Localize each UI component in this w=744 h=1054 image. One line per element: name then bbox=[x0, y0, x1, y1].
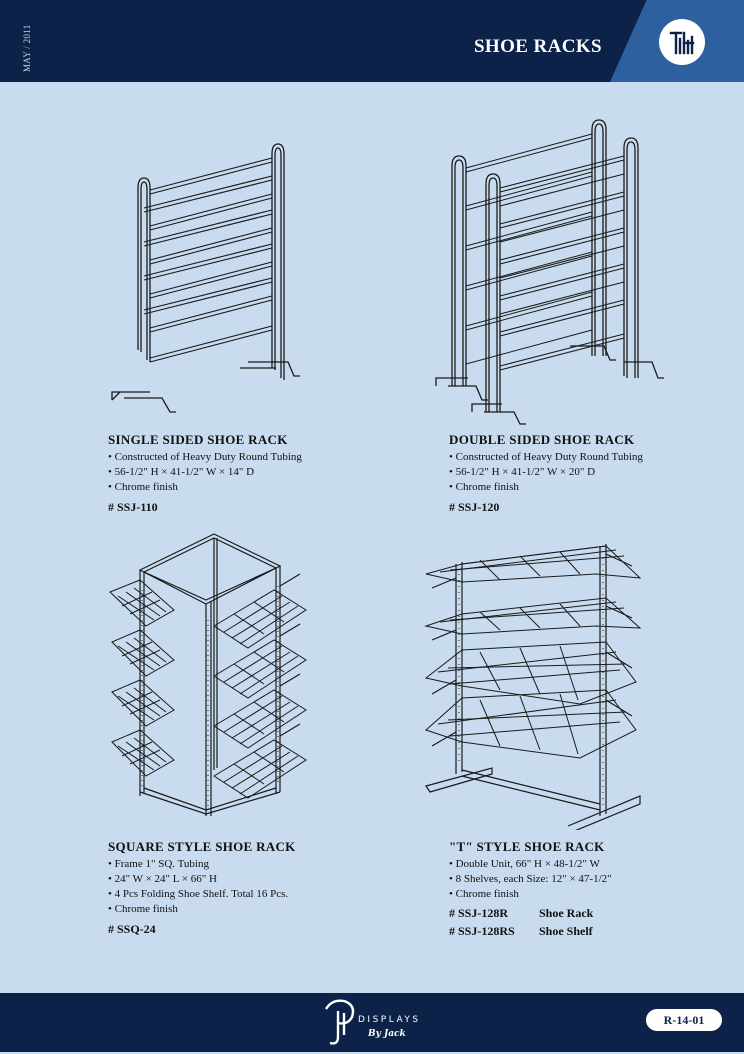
feature-item: 24" W × 24" L × 66" H bbox=[108, 872, 288, 887]
product-image-single-sided-rack bbox=[100, 130, 300, 430]
page-header: MAY / 2011 SHOE RACKS bbox=[0, 0, 744, 82]
brand-name: DISPLAYS bbox=[358, 1015, 421, 1025]
product-code-single-sided: # SSJ-110 bbox=[108, 500, 158, 514]
feature-item: Chrome finish bbox=[449, 480, 643, 495]
feature-item: Double Unit, 66" H × 48-1/2" W bbox=[449, 857, 612, 872]
feature-item: Chrome finish bbox=[108, 480, 302, 495]
feature-item: 4 Pcs Folding Shoe Shelf. Total 16 Pcs. bbox=[108, 887, 289, 902]
feature-item: Frame 1" SQ. Tubing bbox=[108, 857, 288, 872]
brand-subtitle: By Jack bbox=[368, 1029, 406, 1039]
feature-item: 56-1/2" H × 41-1/2" W × 14" D bbox=[108, 465, 302, 480]
product-title-single-sided: SINGLE SIDED SHOE RACK bbox=[108, 432, 288, 447]
feature-item: 8 Shelves, each Size: 12" × 47-1/2" bbox=[449, 872, 612, 887]
product-features-double-sided: Constructed of Heavy Duty Round Tubing 5… bbox=[449, 450, 643, 495]
page-code: R-14-01 bbox=[646, 1009, 722, 1031]
product-image-double-sided-rack bbox=[428, 116, 668, 436]
product-code-double-sided: # SSJ-120 bbox=[449, 500, 500, 514]
code-row-shoe-rack: # SSJ-128R Shoe Rack bbox=[449, 906, 593, 921]
feature-item: Chrome finish bbox=[108, 902, 288, 917]
product-codes-t-style: # SSJ-128R Shoe Rack # SSJ-128RS Shoe Sh… bbox=[449, 906, 593, 939]
feature-item: 56-1/2" H × 41-1/2" W × 20" D bbox=[449, 465, 643, 480]
product-code-label: Shoe Rack bbox=[539, 906, 594, 920]
product-code: # SSJ-128R bbox=[449, 906, 509, 920]
feature-item: Chrome finish bbox=[449, 887, 612, 902]
brand-mark-icon bbox=[324, 999, 355, 1045]
brand-logo-icon bbox=[659, 19, 705, 65]
product-title-double-sided: DOUBLE SIDED SHOE RACK bbox=[449, 432, 635, 447]
footer-brand: DISPLAYS By Jack bbox=[322, 997, 432, 1049]
feature-item: Constructed of Heavy Duty Round Tubing bbox=[108, 450, 302, 465]
product-code-label: Shoe Shelf bbox=[539, 924, 593, 938]
product-code: # SSJ-128RS bbox=[449, 924, 515, 938]
page-title: SHOE RACKS bbox=[473, 36, 602, 57]
product-image-square-style-rack bbox=[104, 530, 314, 820]
product-features-square-style: Frame 1" SQ. Tubing 24" W × 24" L × 66" … bbox=[108, 857, 289, 917]
feature-item: Constructed of Heavy Duty Round Tubing bbox=[449, 450, 643, 465]
product-features-single-sided: Constructed of Heavy Duty Round Tubing 5… bbox=[108, 450, 302, 495]
product-code-square-style: # SSQ-24 bbox=[108, 922, 156, 936]
issue-date: MAY / 2011 bbox=[22, 24, 32, 72]
code-row-shoe-shelf: # SSJ-128RS Shoe Shelf bbox=[449, 924, 593, 939]
product-title-t-style: "T" STYLE SHOE RACK bbox=[449, 839, 605, 854]
page-footer: DISPLAYS By Jack R-14-01 bbox=[0, 993, 744, 1052]
product-features-t-style: Double Unit, 66" H × 48-1/2" W 8 Shelves… bbox=[449, 857, 612, 902]
product-title-square-style: SQUARE STYLE SHOE RACK bbox=[108, 839, 296, 854]
product-image-t-style-rack bbox=[420, 534, 650, 830]
